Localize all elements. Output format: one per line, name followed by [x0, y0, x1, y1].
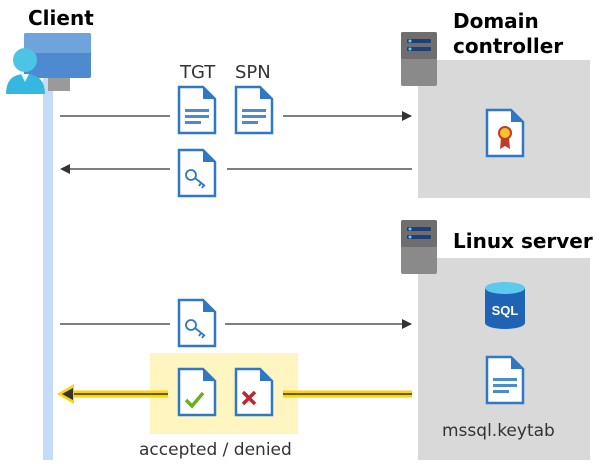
result-highlight [150, 353, 298, 434]
linux-server-icon [401, 220, 437, 274]
present-ticket-key-icon [177, 298, 217, 348]
tgt-label: TGT [180, 62, 216, 83]
tgt-document-icon [177, 85, 217, 135]
denied-document-icon [234, 367, 274, 417]
sql-label: SQL [492, 303, 519, 318]
result-label: accepted / denied [139, 440, 292, 460]
client-label: Client [28, 6, 94, 30]
user-icon [6, 48, 45, 94]
result-arrow [57, 384, 412, 404]
domain-controller-server-icon [401, 32, 437, 86]
keytab-document-icon [485, 355, 525, 405]
client-computer-icon [24, 33, 91, 91]
certificate-document-icon [485, 108, 525, 158]
spn-document-icon [234, 85, 274, 135]
spn-label: SPN [235, 62, 271, 83]
service-ticket-key-icon [177, 148, 217, 198]
sql-database-icon: SQL [485, 282, 525, 329]
accepted-document-icon [177, 367, 217, 417]
domain-controller-label-line1: Domain [453, 9, 539, 33]
domain-controller-label-line2: controller [453, 34, 564, 58]
client-lifeline [43, 78, 53, 460]
linux-server-label: Linux server [453, 229, 593, 253]
ticket-return-arrow-head [60, 164, 70, 174]
keytab-label: mssql.keytab [442, 421, 555, 441]
